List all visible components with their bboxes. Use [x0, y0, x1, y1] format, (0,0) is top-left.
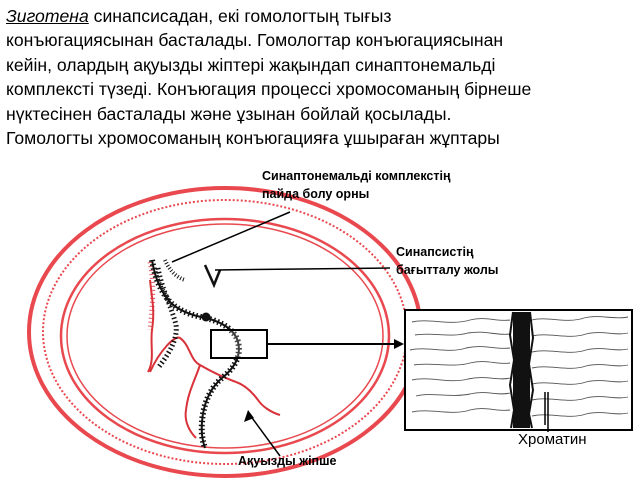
protein-strand-2	[149, 336, 237, 383]
protein-strand-3	[235, 381, 281, 416]
focus-box	[210, 329, 268, 359]
label-complex-line2: пайда болу орны	[262, 187, 369, 201]
text-line-4: комплексті түзеді. Конъюгация процессі х…	[6, 79, 532, 100]
pointer-direction	[214, 267, 391, 271]
fiber	[411, 408, 511, 413]
synaptonemal-band	[513, 312, 530, 428]
description-text: Зиготена синапсисадан, екі гомологтың ты…	[6, 4, 636, 150]
fiber	[531, 380, 629, 385]
label-direction-line2: бағытталу жолы	[396, 263, 498, 277]
nucleus-inner-ring	[59, 217, 391, 455]
term-zygotene: Зиготена	[6, 6, 89, 26]
chromosome-branch	[163, 259, 186, 282]
chromosome-left	[155, 267, 179, 370]
chromosome	[149, 259, 242, 449]
centromere-dot	[201, 312, 211, 322]
fiber	[531, 332, 629, 337]
fiber	[531, 364, 629, 369]
text-line-6: Гомологты хромосоманың конъюгацияға ұшыр…	[6, 128, 500, 149]
synaptonemal-band-edge-right	[527, 311, 535, 429]
label-protein: Ақуызды жіпше	[238, 454, 337, 468]
pointer-protein	[249, 414, 281, 457]
label-direction-line1: Синапсистің	[396, 245, 474, 259]
pointer-protein-head	[244, 410, 254, 422]
protein-strand-4	[184, 364, 201, 439]
label-complex-line1: Синаптонемальді комплекстің	[262, 169, 451, 183]
nucleus-inner-ring-2	[66, 223, 384, 449]
zoom-arrow-head	[394, 339, 404, 349]
chromosome-mid-core	[200, 317, 240, 449]
text-line-2: конъюгациясынан басталады. Гомологтар ко…	[6, 30, 504, 51]
fiber	[409, 346, 511, 351]
synaptonemal-band-edge	[508, 311, 516, 429]
text-line-1-rest: синапсисадан, екі гомологтың тығыз	[88, 6, 392, 26]
synapsis-diagram: Синаптонемальді комплекстің пайда болу о…	[27, 169, 633, 478]
fiber	[414, 331, 511, 336]
fiber	[531, 348, 629, 353]
label-chromatin: Хроматин	[518, 431, 587, 448]
zoom-panel	[404, 309, 633, 431]
fiber	[411, 318, 511, 323]
fiber	[411, 377, 511, 382]
fiber	[413, 361, 511, 366]
text-line-5: нүктесінен басталады және ұзынан бойлай …	[6, 103, 452, 124]
direction-v-mark	[203, 264, 222, 289]
pointer-complex	[171, 211, 291, 263]
fiber	[415, 392, 511, 397]
text-line-3: кейін, олардың ақуызды жіптері жақындап …	[6, 54, 496, 75]
text-line-1: Зиготена синапсисадан, екі гомологтың ты…	[6, 4, 636, 28]
fiber	[531, 316, 629, 321]
